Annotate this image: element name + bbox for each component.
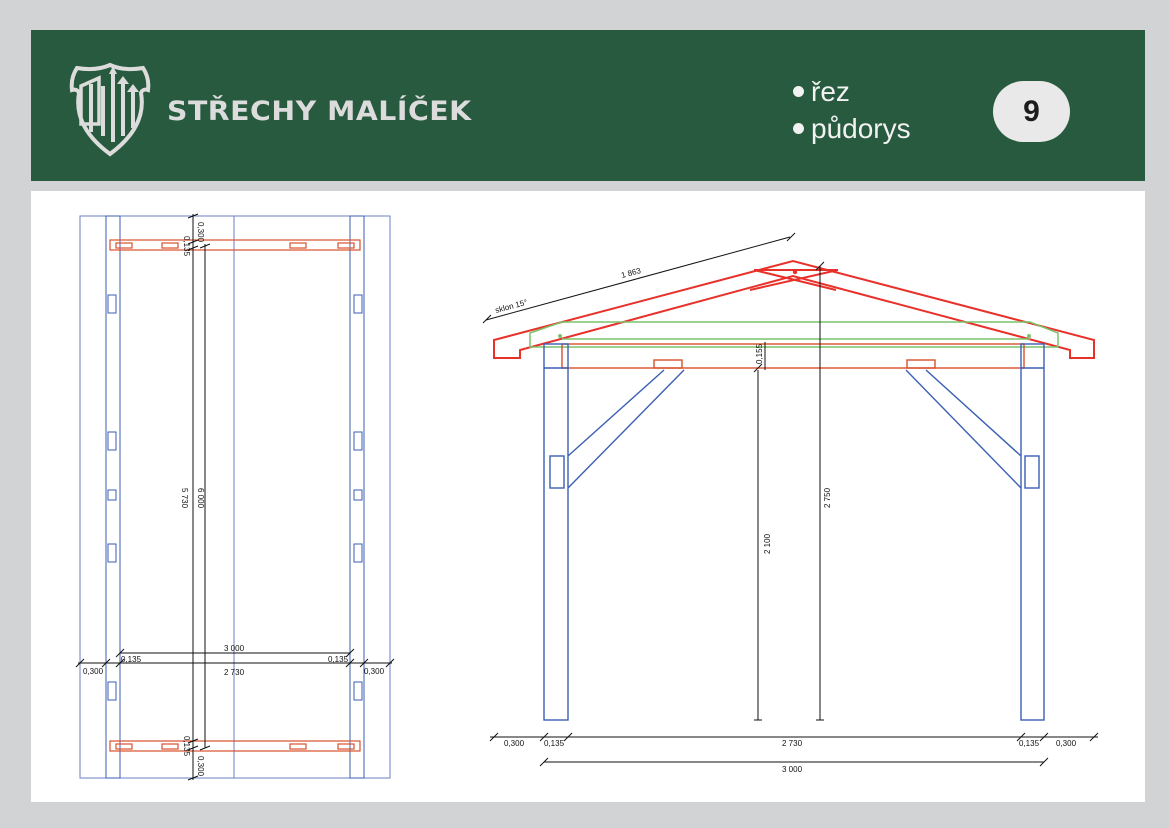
section-dimension-lines: [482, 232, 1099, 767]
page-number-badge: 9: [993, 81, 1070, 142]
floor-plan: 0,300 0,135 5 730 6 000 3 000 2 730 0,30…: [75, 213, 395, 781]
posts-and-braces: [543, 343, 1045, 721]
section-dim-beam-height: 0,155: [755, 343, 764, 364]
plan-dim-right-overhang: 0,300: [364, 667, 385, 676]
technical-drawing: 0,300 0,135 5 730 6 000 3 000 2 730 0,30…: [75, 213, 1099, 781]
purlin-bolt-right-icon: [1027, 334, 1031, 338]
purlins: [529, 321, 1059, 348]
plan-dim-inner-width: 2 730: [224, 668, 245, 677]
section-dim-inner-width: 2 730: [782, 739, 803, 748]
section-dim-ridge-height: 2 750: [823, 487, 832, 508]
plan-dim-total-width: 3 000: [224, 644, 245, 653]
plan-end-beams: [109, 239, 361, 752]
brand-name: STŘECHY MALÍČEK: [167, 96, 472, 127]
cross-section: 1 863 sklon 15° 0,155 2 100 2 750 0,300 …: [482, 232, 1099, 774]
plan-dim-total-length: 6 000: [196, 488, 205, 509]
bullet-item-section: řez: [793, 76, 850, 108]
bullet-item-plan: půdorys: [793, 113, 911, 145]
bullet-dot-icon: [793, 123, 804, 135]
bullet-label: řez: [811, 76, 850, 107]
roof-rafters: [493, 259, 1095, 359]
plan-dim-inner-length: 5 730: [180, 488, 189, 509]
plan-dim-bottom-overhang: 0,300: [196, 756, 205, 777]
bullet-dot-icon: [793, 86, 804, 98]
plan-dim-top-beam: 0,135: [182, 236, 191, 257]
plan-dim-top-overhang: 0,300: [196, 222, 205, 243]
drawing-panel: 0,300 0,135 5 730 6 000 3 000 2 730 0,30…: [31, 191, 1145, 802]
section-dim-left-overhang: 0,300: [504, 739, 525, 748]
plan-outline: [79, 215, 391, 779]
bullet-label: půdorys: [811, 113, 911, 144]
plan-dim-left-beam: 0,135: [121, 655, 142, 664]
ridge-joint-icon: [792, 269, 798, 275]
header-banner: STŘECHY MALÍČEK řez půdorys 9: [31, 30, 1145, 181]
section-dimension-texts: 1 863 sklon 15° 0,155 2 100 2 750 0,300 …: [494, 266, 1076, 774]
section-dim-post-height: 2 100: [763, 533, 772, 554]
section-slope-label: sklon 15°: [494, 298, 528, 315]
plan-side-beams: [105, 215, 365, 779]
section-dim-left-beam: 0,135: [544, 739, 565, 748]
plan-dimension-texts: 0,300 0,135 5 730 6 000 3 000 2 730 0,30…: [83, 222, 385, 777]
purlin-bolt-left-icon: [558, 334, 562, 338]
plan-dim-left-overhang: 0,300: [83, 667, 104, 676]
plan-dim-bottom-beam: 0,135: [182, 736, 191, 757]
shield-logo-icon: [69, 62, 151, 157]
tie-beam: [561, 343, 1025, 369]
section-dim-right-beam: 0,135: [1019, 739, 1040, 748]
plan-dim-right-beam: 0,135: [328, 655, 349, 664]
plan-dimension-lines: [75, 213, 395, 781]
section-dim-right-overhang: 0,300: [1056, 739, 1077, 748]
section-dim-total-width: 3 000: [782, 765, 803, 774]
